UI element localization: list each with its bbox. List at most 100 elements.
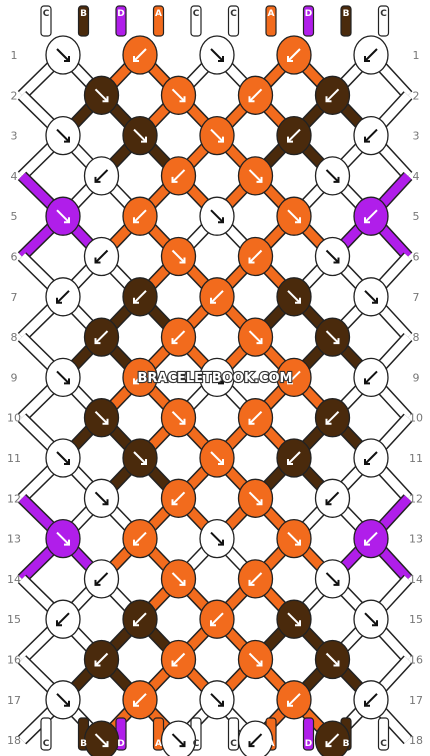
knot [199, 599, 235, 639]
knot-arrow-icon [325, 249, 340, 264]
row-number-right: 3 [413, 130, 420, 143]
knot [199, 196, 235, 236]
knot-arrow-icon [171, 491, 186, 506]
row-number-left: 1 [11, 49, 18, 62]
bottom-strand-label: A [268, 739, 275, 749]
knot [276, 599, 312, 639]
knot [314, 398, 351, 438]
top-strand-end [190, 5, 202, 37]
knot-arrow-icon [56, 209, 70, 223]
knot [314, 236, 351, 277]
knot-arrow-icon [325, 330, 340, 344]
top-strand-end [302, 5, 315, 37]
knot [122, 277, 158, 317]
knot-arrow-icon [210, 48, 224, 62]
watermark: BRACELETBOOK.COM [138, 371, 293, 386]
knot [83, 639, 120, 680]
row-number-right: 10 [409, 412, 423, 425]
knot-arrow-icon [248, 88, 263, 103]
row-number-right: 7 [413, 291, 420, 304]
top-strand-label: C [380, 9, 387, 19]
top-strand-end [77, 5, 90, 37]
row-number-right: 8 [413, 331, 420, 344]
knot [45, 438, 81, 478]
knot [160, 156, 197, 196]
knot-arrow-icon [56, 370, 70, 385]
knot-arrow-icon [248, 169, 263, 183]
knot [237, 639, 274, 680]
knot [199, 438, 235, 478]
knot [83, 559, 120, 599]
bottom-strand-label: C [230, 739, 237, 749]
knot-arrow-icon [325, 491, 340, 506]
knot-arrow-icon [133, 370, 147, 385]
knot [237, 398, 274, 438]
knot [122, 438, 158, 478]
knot-arrow-icon [364, 290, 378, 304]
knot-arrow-icon [287, 290, 301, 304]
knot-arrow-icon [364, 612, 378, 626]
row-number-right: 11 [409, 452, 423, 465]
knot [276, 438, 312, 478]
knot [237, 317, 274, 357]
knot-arrow-icon [210, 693, 224, 707]
knot-arrow-icon [287, 209, 301, 223]
top-strand-end [265, 5, 277, 37]
knot [45, 115, 81, 156]
knot-arrow-icon [325, 572, 340, 586]
knot [353, 196, 389, 236]
knot [237, 75, 274, 115]
knot-arrow-icon [133, 612, 147, 626]
knot [276, 115, 312, 156]
knot-arrow-icon [248, 249, 263, 264]
knot-arrow-icon [94, 88, 109, 103]
knot [276, 680, 312, 720]
bottom-strand-label: B [80, 739, 87, 749]
row-number-right: 18 [409, 734, 423, 747]
knot-arrow-icon [325, 410, 340, 425]
row-number-right: 2 [413, 89, 420, 102]
knot-arrow-icon [210, 451, 224, 465]
top-strand-label: B [80, 9, 87, 19]
row-number-left: 18 [7, 734, 21, 747]
bottom-strand-label: B [343, 739, 350, 749]
row-number-left: 11 [7, 452, 21, 465]
row-number-right: 12 [409, 492, 423, 505]
knot [199, 277, 235, 317]
knot [353, 115, 389, 156]
knot-arrow-icon [364, 693, 378, 707]
top-strand-end [340, 5, 352, 37]
knot [199, 680, 235, 720]
knot-arrow-icon [94, 572, 109, 586]
knot [83, 236, 120, 277]
bottom-strand-label: C [43, 739, 50, 749]
row-number-right: 13 [409, 533, 423, 546]
knot-arrow-icon [171, 652, 186, 667]
knot [83, 156, 120, 196]
knot-arrow-icon [94, 410, 109, 425]
knot-arrow-icon [248, 330, 263, 344]
knot [199, 357, 235, 398]
knot-arrow-icon [171, 410, 186, 425]
top-strand-end [227, 5, 240, 37]
knot-arrow-icon [56, 451, 70, 465]
knot-arrow-icon [133, 693, 147, 707]
knot [237, 156, 274, 196]
knot [45, 35, 81, 75]
knot [199, 115, 235, 156]
row-number-left: 6 [11, 251, 18, 264]
knot [314, 559, 351, 599]
knot [160, 317, 197, 357]
row-number-right: 14 [409, 573, 423, 586]
knot-arrow-icon [364, 209, 378, 223]
row-number-left: 7 [11, 291, 18, 304]
knot-arrow-icon [210, 128, 224, 143]
knot [160, 559, 197, 599]
knot-arrow-icon [133, 531, 147, 546]
knot-arrow-icon [210, 209, 224, 223]
top-strand-label: C [193, 9, 200, 19]
bottom-strand-end [302, 717, 315, 751]
knot [122, 196, 158, 236]
